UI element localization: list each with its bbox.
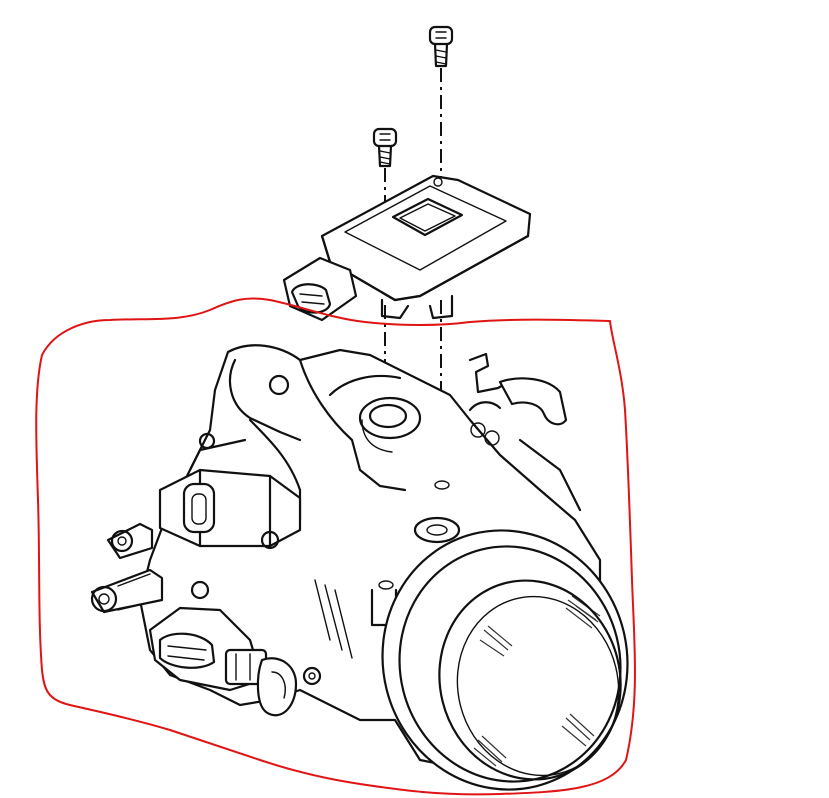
hose-fitting-icon (90, 568, 164, 614)
electrical-connector-icon (282, 256, 358, 322)
red-annotation-loop (35, 297, 636, 796)
hose-fitting-icon (106, 522, 154, 560)
mounting-screw-icon (428, 25, 454, 68)
throttle-body-assembly-icon (90, 344, 629, 791)
throttle-position-sensor-icon (148, 580, 322, 717)
throttle-bore-icon (381, 529, 629, 791)
idle-air-control-valve-icon (158, 432, 302, 550)
linkage-bracket-icon (468, 352, 582, 512)
mounting-screw-icon (372, 127, 398, 168)
